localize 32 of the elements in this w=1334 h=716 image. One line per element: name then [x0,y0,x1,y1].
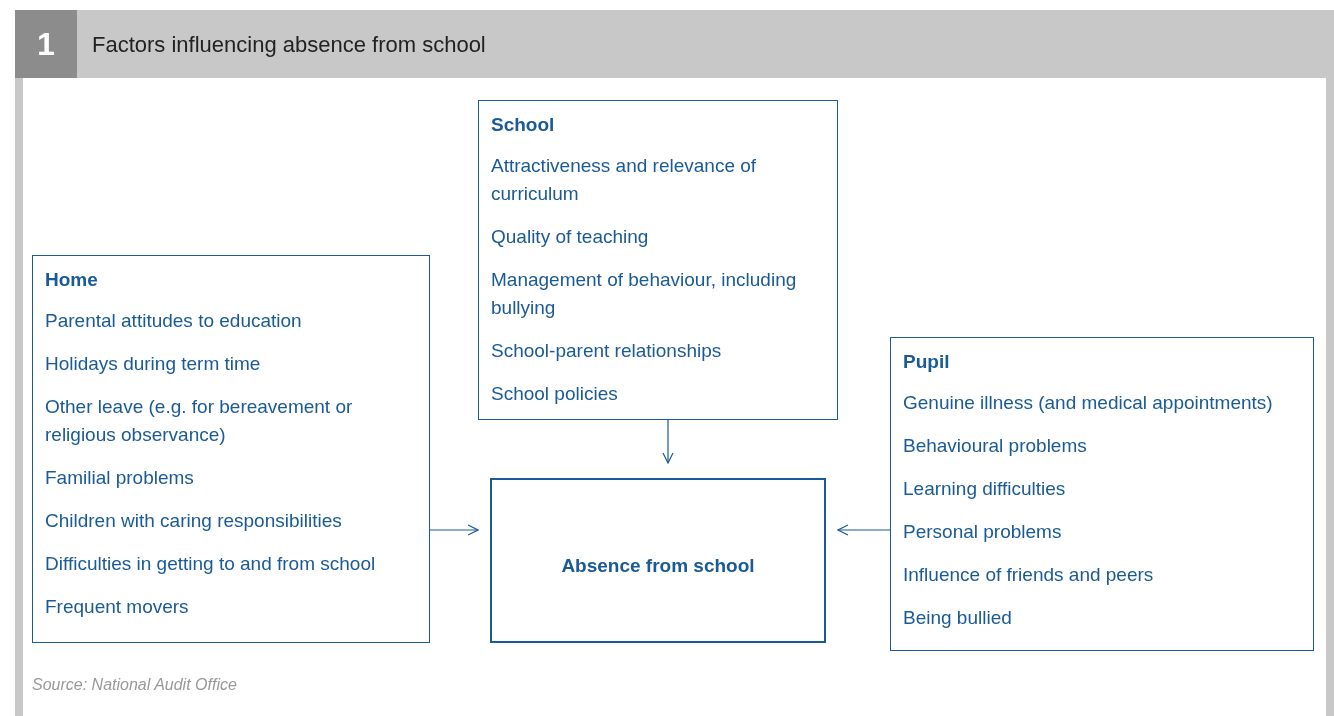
arrow [662,419,674,464]
outcome-box [490,478,826,643]
factor-item: Genuine illness (and medical appointments) [903,391,1274,415]
factor-item: Behavioural problems [903,434,1088,458]
factor-item: Frequent movers [45,595,190,619]
factor-item: School policies [491,382,619,406]
factor-item: Influence of friends and peers [903,563,1155,587]
factor-box [890,337,1314,651]
factor-box [32,255,430,643]
box-label: Absence from school [561,553,755,578]
factor-item: Attractiveness and relevance of curriculum [491,154,758,206]
title: Factors influencing absence from school [92,32,486,58]
factor-item: Other leave (e.g. for bereavement or religious observance) [45,395,354,447]
box-heading: Pupil [903,350,951,374]
caption: Source: National Audit Office [32,676,237,694]
factor-item: Personal problems [903,520,1063,544]
factor-item: Holidays during term time [45,352,262,376]
factor-item: Parental attitudes to education [45,309,303,333]
factor-item: Children with caring responsibilities [45,509,343,533]
factor-item: Being bullied [903,606,1013,630]
factor-box [478,100,838,420]
figure-number: 1 [15,10,77,78]
box-heading: Home [45,268,99,292]
factor-item: Familial problems [45,466,195,490]
factor-item: Management of behaviour, including bullying [491,268,798,320]
factor-item: School-parent relationships [491,339,723,363]
arrow [837,524,891,536]
factor-item: Difficulties in getting to and from school [45,552,377,576]
box-heading: School [491,113,556,137]
factor-item: Quality of teaching [491,225,650,249]
factor-item: Learning difficulties [903,477,1067,501]
arrow [429,524,479,536]
